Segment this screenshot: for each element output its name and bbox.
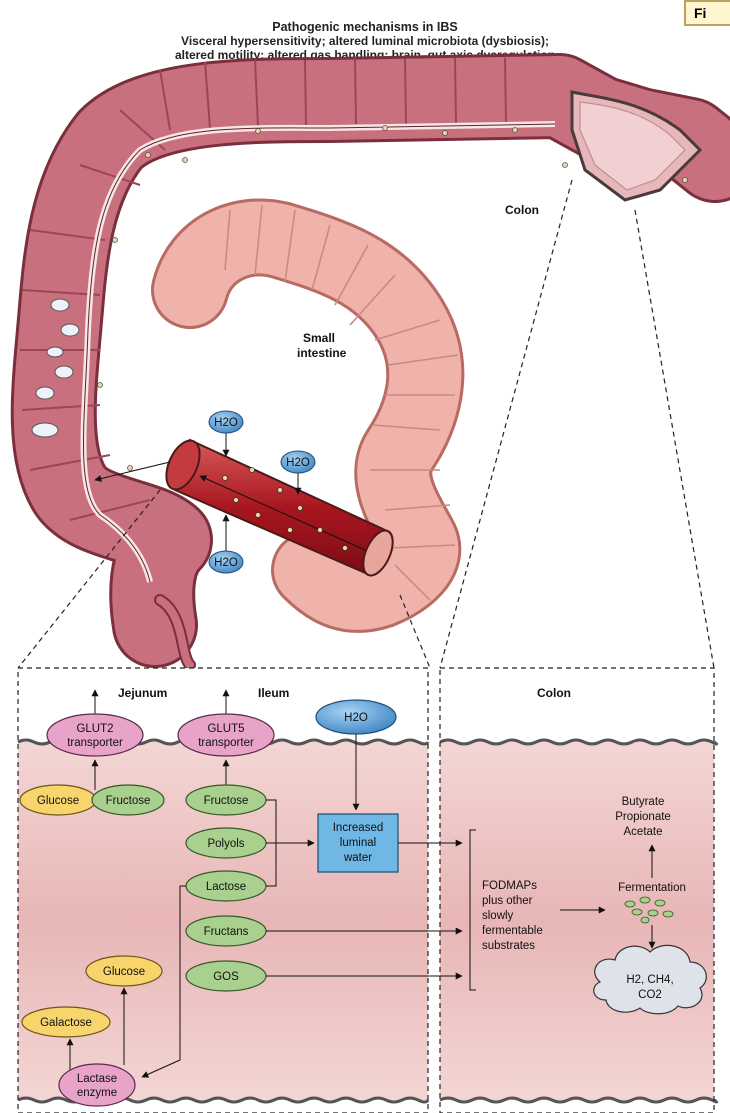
jejunum-heading: Jejunum <box>118 686 167 700</box>
colon-label: Colon <box>505 203 539 217</box>
fodmaps-line-2: plus other <box>482 895 533 907</box>
propionate-label: Propionate <box>615 811 671 823</box>
polyols-oval: Polyols <box>186 828 266 858</box>
fodmaps-line-1: FODMAPs <box>482 880 537 892</box>
fructose-oval: Fructose <box>186 785 266 815</box>
fodmaps-line-4: fermentable <box>482 925 543 937</box>
glut2-label-2: transporter <box>67 737 123 749</box>
small-intestine-label-2: intestine <box>297 346 347 360</box>
fructans-label: Fructans <box>204 926 249 938</box>
glut5-label-1: GLUT5 <box>207 723 244 735</box>
glut2-label-1: GLUT2 <box>76 723 113 735</box>
increased-water-line-3: water <box>343 852 372 864</box>
glucose-oval-top: Glucose <box>20 785 96 815</box>
glut2-transporter: GLUT2 transporter <box>47 714 143 756</box>
lactose-oval: Lactose <box>186 871 266 901</box>
fructans-oval: Fructans <box>186 916 266 946</box>
lactose-label: Lactose <box>206 881 246 893</box>
gas-label-2: CO2 <box>638 989 662 1001</box>
increased-water-box: Increased luminal water <box>318 814 398 872</box>
acetate-label: Acetate <box>624 826 663 838</box>
lactase-label-1: Lactase <box>77 1073 117 1085</box>
lactase-enzyme: Lactase enzyme <box>59 1064 135 1106</box>
glut5-transporter: GLUT5 transporter <box>178 714 274 756</box>
butyrate-label: Butyrate <box>622 796 665 808</box>
glucose-bottom-label: Glucose <box>103 966 145 978</box>
gas-label-1: H2, CH4, <box>626 974 673 986</box>
colon-heading: Colon <box>537 686 571 700</box>
fructose-oval-jejunum: Fructose <box>92 785 164 815</box>
fermentation-label: Fermentation <box>618 882 686 894</box>
fructose-label: Fructose <box>204 795 249 807</box>
glucose-top-label: Glucose <box>37 795 79 807</box>
glut5-label-2: transporter <box>198 737 254 749</box>
fodmaps-line-5: substrates <box>482 940 535 952</box>
water-input-label: H2O <box>344 712 368 724</box>
galactose-label: Galactose <box>40 1017 92 1029</box>
water-bubble-1-label: H2O <box>214 417 238 429</box>
increased-water-line-2: luminal <box>340 837 376 849</box>
ileum-heading: Ileum <box>258 686 289 700</box>
gos-oval: GOS <box>186 961 266 991</box>
fructose-jejunum-label: Fructose <box>106 795 151 807</box>
water-bubble-2-label: H2O <box>286 457 310 469</box>
water-bubble-1: H2O <box>209 411 243 456</box>
water-bubble-3: H2O <box>209 515 243 573</box>
polyols-label: Polyols <box>207 838 244 850</box>
increased-water-line-1: Increased <box>333 822 384 834</box>
water-bubble-3-label: H2O <box>214 557 238 569</box>
lactase-label-2: enzyme <box>77 1087 117 1099</box>
glucose-oval-bottom: Glucose <box>86 956 162 986</box>
galactose-oval: Galactose <box>22 1007 110 1037</box>
gos-label: GOS <box>213 971 239 983</box>
fodmaps-line-3: slowly <box>482 910 514 922</box>
small-intestine-label-1: Small <box>303 331 335 345</box>
